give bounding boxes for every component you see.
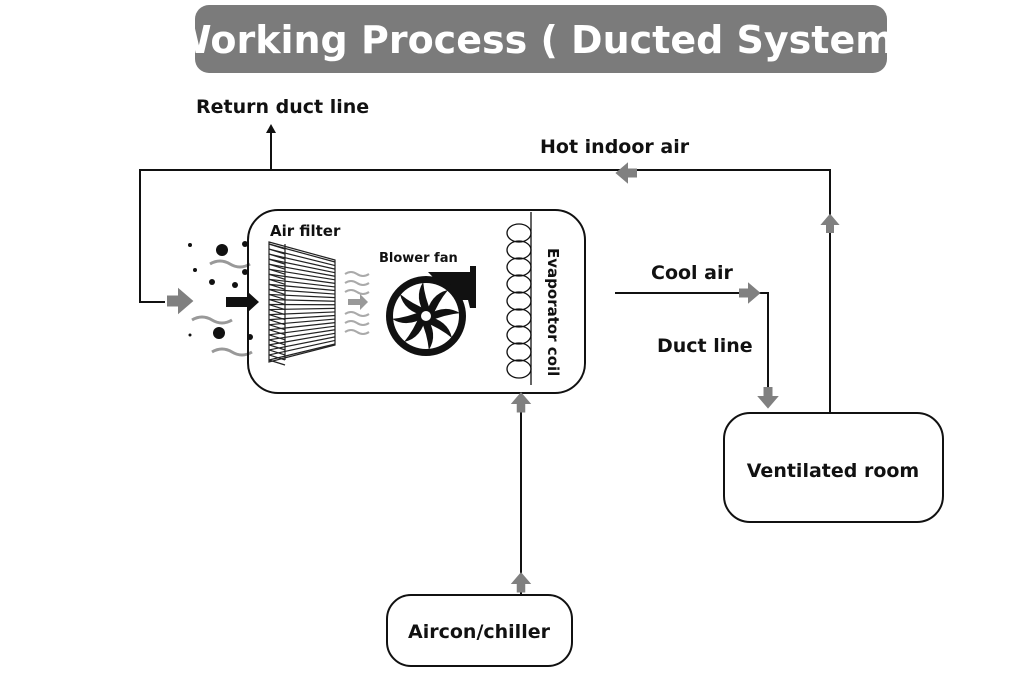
evaporator-coil-label: Evaporator coil xyxy=(544,248,562,376)
hot-indoor-air-label: Hot indoor air xyxy=(540,136,690,158)
title-pill xyxy=(195,5,887,73)
dust-particles-icon xyxy=(188,241,253,340)
air-wave-icon xyxy=(191,259,253,357)
ventilated-room-box xyxy=(723,412,944,523)
filtered-arrow xyxy=(348,294,368,310)
hot-air-arrow xyxy=(615,162,637,184)
air-handler-unit xyxy=(247,209,586,394)
filter-entry-arrow xyxy=(226,292,259,312)
blower-fan-icon xyxy=(386,266,476,356)
return-duct-line xyxy=(139,169,831,413)
blower-fan-label: Blower fan xyxy=(379,251,458,266)
duct-line-label: Duct line xyxy=(657,335,753,357)
chiller-arrow-lower xyxy=(510,572,532,593)
return-duct-label: Return duct line xyxy=(196,96,369,118)
room-return-arrow xyxy=(820,213,840,233)
evaporator-coil-icon xyxy=(506,212,532,385)
return-arrow xyxy=(266,124,276,170)
aircon-chiller-box xyxy=(386,594,573,667)
intake-arrow xyxy=(167,287,194,315)
air-filter-label: Air filter xyxy=(270,222,341,240)
air-filter-icon xyxy=(268,241,336,366)
chiller-arrow-upper xyxy=(510,392,532,413)
duct-down-arrow xyxy=(757,387,779,409)
cool-air-label: Cool air xyxy=(651,262,734,284)
filtered-air-icon xyxy=(344,271,370,335)
aircon-chiller-label: Aircon/chiller xyxy=(408,621,551,643)
cool-air-duct-line xyxy=(615,292,769,400)
title: Working Process ( Ducted System) xyxy=(170,18,912,62)
ventilated-room-label: Ventilated room xyxy=(747,460,919,482)
cool-air-arrow xyxy=(739,282,761,304)
